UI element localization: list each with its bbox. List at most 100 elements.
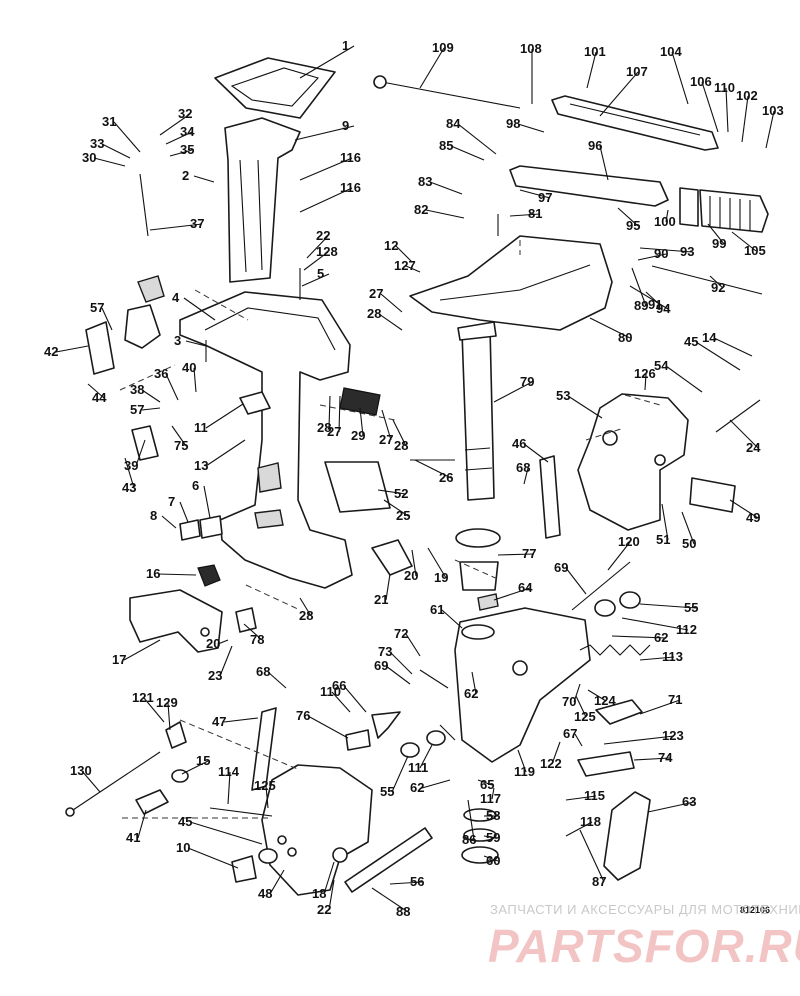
tiller-ring [679,187,699,227]
release-lever [577,751,635,777]
callout-number: 125 [254,778,276,793]
callout-leader [219,645,233,677]
callout-leader [471,671,477,695]
callout-leader [101,143,131,159]
callout-leader [205,439,246,467]
callout-leader [149,223,203,231]
tilt-bar [344,827,433,893]
callout-leader [299,597,312,617]
callout-number: 46 [512,436,526,451]
mount-housing [324,461,391,513]
callout-leader [193,367,197,393]
callout-leader [124,457,135,489]
callout-number: 96 [588,138,602,153]
callout-leader [157,573,197,576]
callout-leader [695,341,741,371]
throttle-cable [381,81,521,109]
callout-leader [389,881,423,885]
callout-leader [243,623,263,641]
callout-number: 28 [317,420,331,435]
callout-number: 110 [714,80,735,95]
lower-bushing [459,561,499,591]
callout-leader [765,110,775,149]
callout-leader [371,887,409,913]
callout-leader [607,541,631,571]
callout-leader [665,209,669,223]
callout-number: 108 [520,41,542,56]
callout-leader [419,47,445,89]
callout-leader [579,829,605,883]
callout-leader [405,633,421,657]
clamp-knob [231,855,257,883]
callout-number: 73 [378,644,392,659]
transom-rod [69,751,161,813]
callout-number: 28 [367,306,381,321]
callout-leader [169,149,193,157]
callout-number: 82 [414,202,428,217]
callout-number: 45 [684,334,698,349]
callout-leader [113,121,141,153]
callout-leader [323,861,335,895]
callout-leader [681,511,695,545]
callout-leader [639,699,681,715]
callout-number: 110 [320,684,341,699]
callout-leader [483,835,499,839]
callout-leader [729,499,759,519]
callout-leader [586,51,597,89]
callout-number: 109 [432,40,454,55]
callout-leader [574,733,583,747]
tension-spring [579,644,651,656]
callout-leader [141,407,161,411]
parts-layer [65,57,769,896]
callout-number: 13 [194,458,208,473]
stern-bracket-right [577,393,689,531]
callout-leader [167,702,171,731]
callout-number: 41 [126,830,140,845]
callout-number: 29 [351,428,365,443]
callout-number: 81 [528,206,542,221]
callout-leader [343,685,367,713]
callout-number: 75 [174,438,188,453]
callout-number: 10 [176,840,190,855]
callout-leader [729,419,759,449]
callout-number: 21 [374,592,388,607]
callout-number: 15 [196,753,210,768]
callout-number: 84 [446,116,461,131]
callout-number: 98 [506,116,520,131]
midsection-housing [179,291,353,589]
callout-leader [567,395,603,419]
callout-number: 78 [250,632,264,647]
callout-leader [267,671,287,689]
callout-number: 97 [538,190,552,205]
callout-leader [143,697,165,723]
callout-number: 116 [340,180,361,195]
callout-number: 47 [212,714,226,729]
exhaust-cover [129,589,223,653]
callout-number: 68 [516,460,530,475]
callout-number: 5 [317,266,324,281]
callout-leader [491,787,495,800]
side-plate [85,321,115,375]
callout-number: 28 [299,608,313,623]
callout-number: 38 [130,382,144,397]
callout-leader [87,383,105,399]
lock-lever [595,699,643,725]
callout-number: 123 [662,728,684,743]
callout-leader [294,125,355,141]
watermark: ЗАПЧАСТИ И АКСЕССУАРЫ ДЛЯ МОТОТЕХНИКИ PA… [488,902,800,972]
callout-number: 9 [342,118,349,133]
callout-leader [631,267,647,307]
callout-leader [425,209,465,219]
bushing [135,789,169,815]
callout-number: 14 [702,330,717,345]
callout-number: 45 [178,814,192,829]
callout-leader [665,365,703,393]
callout-number: 37 [190,216,204,231]
callout-number: 53 [556,388,570,403]
callout-leader [639,603,697,609]
callout-number: 116 [340,150,361,165]
callout-leader [137,809,147,839]
callout-leader [380,293,403,313]
callout-leader [306,235,329,259]
washer [619,591,641,609]
